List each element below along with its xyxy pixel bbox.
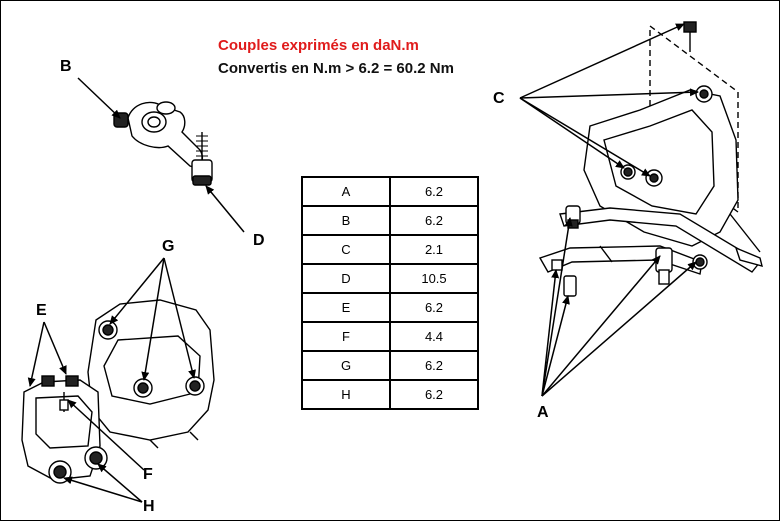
- engine-mount-drawing: [21, 299, 215, 484]
- bracket-assembly-drawing: [538, 21, 763, 297]
- table-value: 6.2: [389, 379, 479, 410]
- table-key: G: [301, 350, 391, 381]
- callout-f: F: [143, 466, 153, 483]
- torque-rod-drawing: [113, 101, 213, 186]
- table-value: 6.2: [389, 350, 479, 381]
- table-value: 6.2: [389, 176, 479, 207]
- callout-a: A: [537, 404, 549, 421]
- table-value: 4.4: [389, 321, 479, 352]
- title-units: Couples exprimés en daN.m: [218, 37, 419, 54]
- table-key: A: [301, 176, 391, 207]
- callout-h: H: [143, 498, 155, 515]
- table-value: 10.5: [389, 263, 479, 294]
- title-conversion: Convertis en N.m > 6.2 = 60.2 Nm: [218, 60, 454, 77]
- callout-b: B: [60, 58, 72, 75]
- callout-e: E: [36, 302, 47, 319]
- table-key: E: [301, 292, 391, 323]
- table-key: B: [301, 205, 391, 236]
- table-key: D: [301, 263, 391, 294]
- leader-lines: [27, 23, 699, 503]
- table-key: H: [301, 379, 391, 410]
- table-key: C: [301, 234, 391, 265]
- table-key: F: [301, 321, 391, 352]
- table-value: 6.2: [389, 205, 479, 236]
- table-value: 6.2: [389, 292, 479, 323]
- callout-c: C: [493, 90, 505, 107]
- callout-d: D: [253, 232, 265, 249]
- callout-g: G: [162, 238, 175, 255]
- table-value: 2.1: [389, 234, 479, 265]
